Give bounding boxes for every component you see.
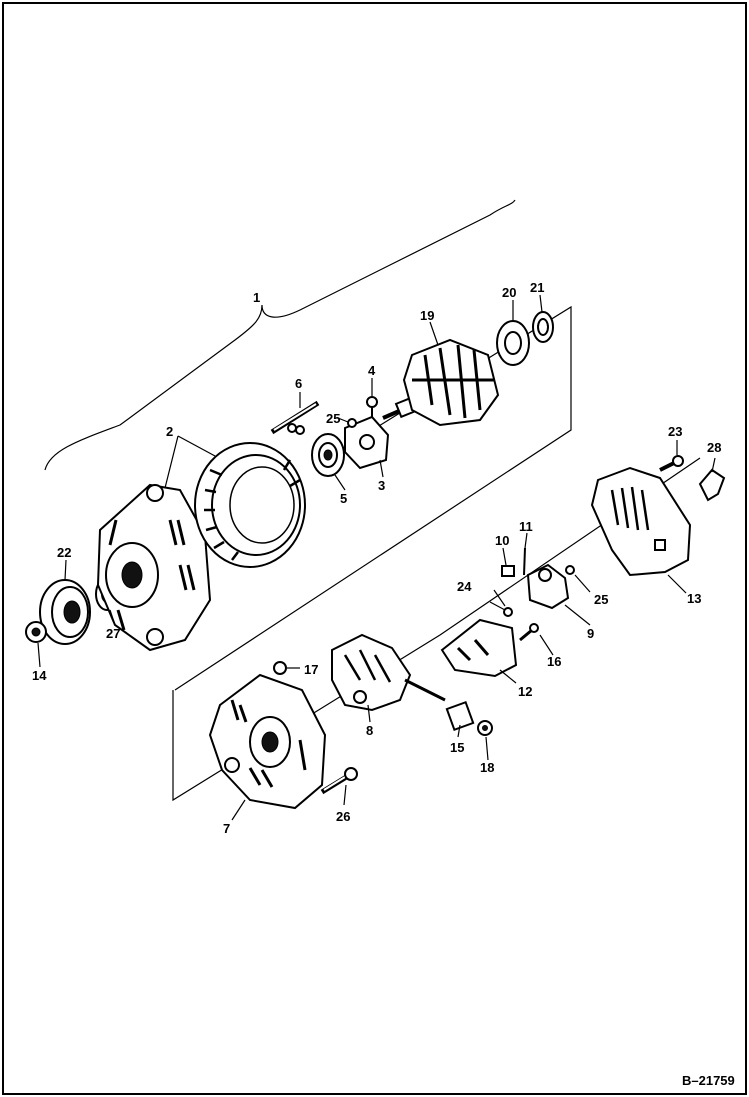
bearing-5-part	[311, 433, 345, 477]
callout-16: 16	[547, 654, 561, 669]
regulator-part	[526, 563, 570, 610]
ring-21-part	[532, 311, 554, 343]
callout-5: 5	[340, 491, 347, 506]
nut-18-part	[477, 720, 493, 736]
washer-25-upper-part	[347, 418, 357, 428]
rear-cover-part	[590, 466, 692, 577]
stud-part	[270, 400, 320, 435]
callout-4: 4	[368, 363, 376, 378]
screw-24-part	[489, 601, 513, 617]
callout-26: 26	[336, 809, 350, 824]
callout-20: 20	[502, 285, 516, 300]
callout-7: 7	[223, 821, 230, 836]
callout-28: 28	[707, 440, 721, 455]
bearing-20-part	[496, 320, 530, 366]
callout-25-lower: 25	[594, 592, 608, 607]
callout-21: 21	[530, 280, 544, 295]
rotor-part	[382, 338, 500, 427]
callout-18: 18	[480, 760, 494, 775]
rear-housing-part	[208, 673, 327, 810]
callout-11: 11	[519, 519, 533, 534]
clip-28-part	[698, 468, 726, 502]
sleeve-15-part	[445, 700, 475, 732]
front-housing-part	[96, 483, 212, 652]
callout-12: 12	[518, 684, 532, 699]
pulley-nut-part	[25, 621, 47, 643]
callout-14: 14	[32, 668, 47, 683]
callout-25-upper: 25	[326, 411, 340, 426]
callout-19: 19	[420, 308, 434, 323]
leader-lines	[37, 294, 716, 821]
bolt-23-part	[659, 455, 684, 472]
callout-6: 6	[295, 376, 302, 391]
screw-4-part	[366, 396, 378, 418]
pulley-part	[39, 579, 91, 645]
callout-24: 24	[457, 579, 472, 594]
figure-reference: B–21759	[682, 1073, 735, 1088]
callout-13: 13	[687, 591, 701, 606]
callout-3: 3	[378, 478, 385, 493]
stator-part	[194, 442, 306, 568]
assembly-brace	[44, 199, 516, 471]
screw-16-part	[519, 623, 539, 642]
brush-10-part	[501, 565, 515, 577]
callout-10: 10	[495, 533, 509, 548]
callout-27: 27	[106, 626, 120, 641]
callout-9: 9	[587, 626, 594, 641]
rectifier-part	[331, 633, 446, 712]
screw-25-lower-part	[565, 565, 575, 575]
callout-8: 8	[366, 723, 373, 738]
callout-17: 17	[304, 662, 318, 677]
brush-holder-part	[440, 618, 518, 678]
spring-11-part	[523, 547, 526, 576]
bolt-26-part	[320, 767, 358, 795]
nut-17-part	[273, 661, 287, 675]
callout-22: 22	[57, 545, 71, 560]
callout-15: 15	[450, 740, 464, 755]
callout-2: 2	[166, 424, 173, 439]
callout-1: 1	[253, 290, 260, 305]
callout-23: 23	[668, 424, 682, 439]
